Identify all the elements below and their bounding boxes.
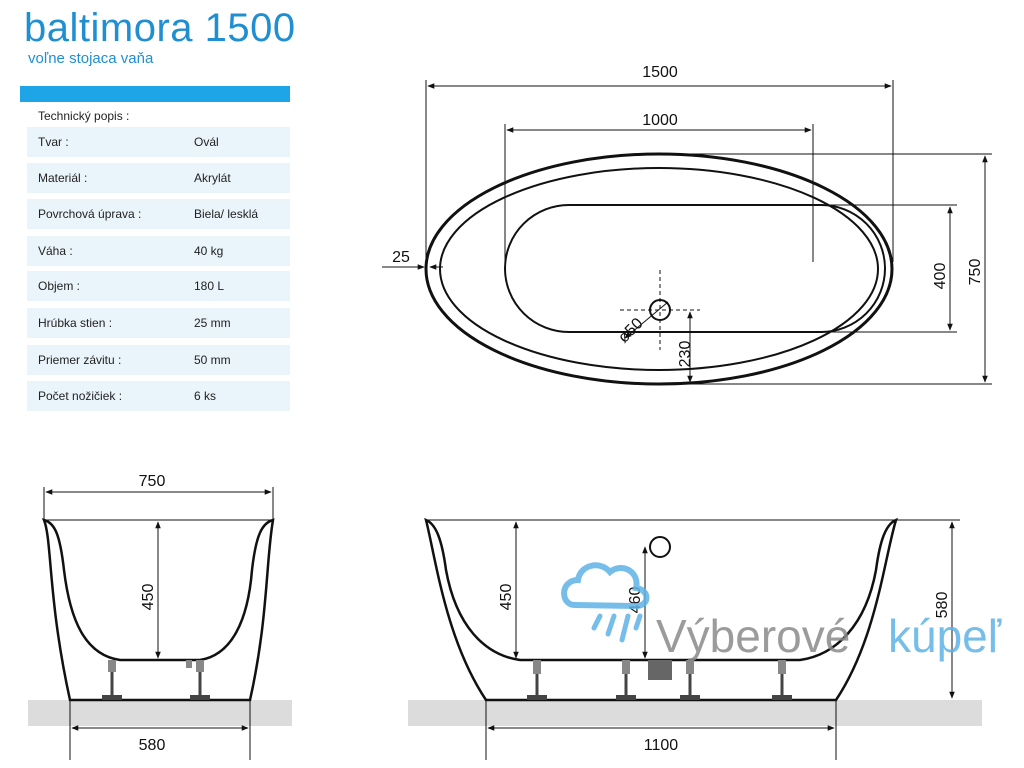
tub-side-section xyxy=(41,518,275,702)
dim-top-length: 1500 xyxy=(642,64,678,81)
spec-row-material: Materiál : Akrylát xyxy=(27,163,290,193)
dim-drain-diameter: ø50 xyxy=(615,315,647,347)
tub-basin xyxy=(504,204,886,333)
product-subtitle: voľne stojaca vaňa xyxy=(28,50,154,67)
dim-front-depth: 450 xyxy=(498,584,515,611)
overflow-hole xyxy=(649,536,671,558)
dim-front-base: 1100 xyxy=(644,737,679,754)
side-view: 750 450 580 xyxy=(28,473,292,760)
spec-row-weight: Váha : 40 kg xyxy=(27,236,290,266)
front-view: 450 460 580 1100 xyxy=(408,517,982,760)
spec-row-volume: Objem : 180 L xyxy=(27,271,290,301)
top-view: 1500 1000 750 400 230 ø50 25 xyxy=(382,64,992,386)
spec-value: 50 mm xyxy=(194,353,231,367)
tub-inner-rim xyxy=(439,167,879,371)
spec-heading: Technický popis : xyxy=(38,109,130,123)
floor-front xyxy=(408,700,982,726)
spec-row-shape: Tvar : Ovál xyxy=(27,127,290,157)
product-title: baltimora 1500 xyxy=(24,6,296,50)
floor-side xyxy=(28,700,292,726)
spec-label: Hrúbka stien : xyxy=(38,316,113,330)
dim-top-width: 750 xyxy=(967,259,984,286)
spec-value: 40 kg xyxy=(194,244,224,258)
legs-side xyxy=(102,660,210,700)
spec-label: Tvar : xyxy=(38,135,69,149)
spec-row-legs: Počet nožičiek : 6 ks xyxy=(27,381,290,411)
drain-fitting xyxy=(648,660,672,680)
spec-value: Akrylát xyxy=(194,171,231,185)
spec-row-thread: Priemer závitu : 50 mm xyxy=(27,345,290,375)
tub-outer-rim xyxy=(424,152,894,386)
dim-front-height: 580 xyxy=(934,592,951,619)
legs-front xyxy=(527,660,792,700)
shower-cloud-icon xyxy=(561,562,650,643)
spec-label: Počet nožičiek : xyxy=(38,389,123,403)
spec-label: Priemer závitu : xyxy=(38,353,122,367)
spec-value: 6 ks xyxy=(194,389,217,403)
dim-side-depth: 450 xyxy=(140,584,157,611)
spec-row-finish: Povrchová úprava : Biela/ lesklá xyxy=(27,199,290,229)
spec-label: Povrchová úprava : xyxy=(38,207,142,221)
spec-value: Biela/ lesklá xyxy=(194,207,259,221)
spec-label: Materiál : xyxy=(38,171,88,185)
spec-label: Objem : xyxy=(38,279,81,293)
dim-top-inner-width: 400 xyxy=(932,263,949,290)
dim-drain-offset: 230 xyxy=(677,341,694,368)
spec-value: 25 mm xyxy=(194,316,231,330)
spec-value: 180 L xyxy=(194,279,225,293)
dim-wall: 25 xyxy=(392,249,410,266)
spec-row-wall: Hrúbka stien : 25 mm xyxy=(27,308,290,338)
spec-label: Váha : xyxy=(38,244,73,258)
dim-side-width: 750 xyxy=(139,473,166,490)
watermark: Výberové kúpeľ xyxy=(561,562,1002,662)
dim-side-base: 580 xyxy=(139,737,166,754)
watermark-text-blue: kúpeľ xyxy=(888,610,1002,662)
dim-top-inner-length: 1000 xyxy=(642,112,678,129)
spec-value: Ovál xyxy=(194,135,219,149)
header-bar xyxy=(20,86,290,102)
watermark-text-gray: Výberové xyxy=(656,610,850,662)
